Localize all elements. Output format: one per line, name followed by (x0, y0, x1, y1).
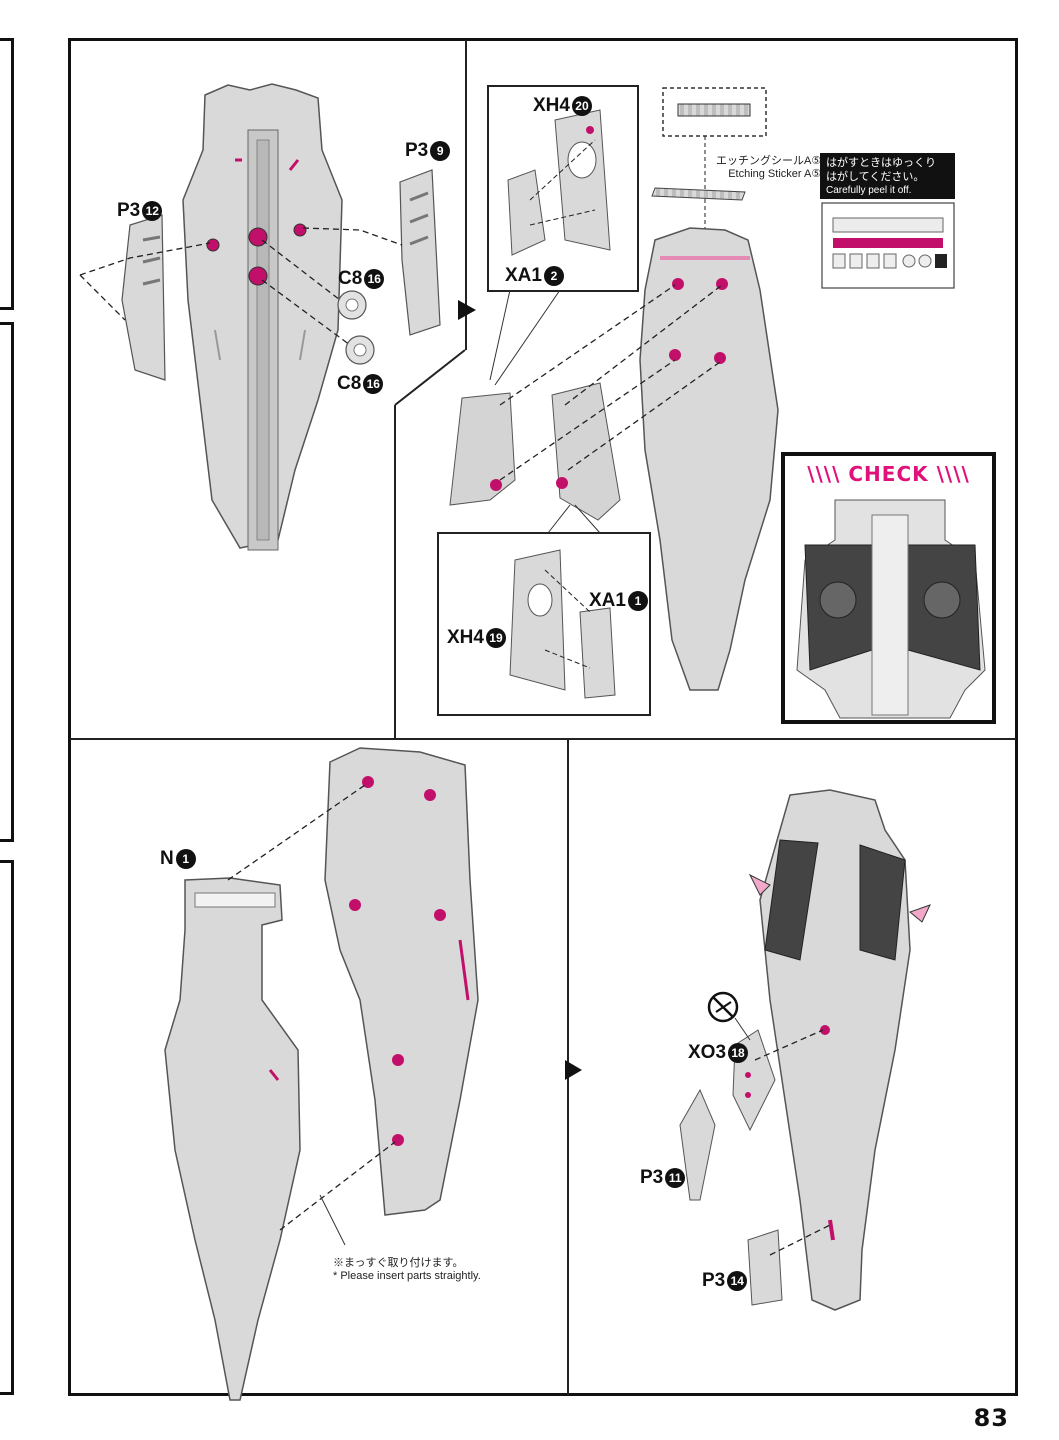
part-number-badge: 12 (142, 201, 163, 221)
part-number-badge: 9 (430, 141, 451, 161)
part-code: C8 (338, 268, 363, 289)
part-n-1 (164, 877, 301, 1401)
peel-note-jp-1: はがすときはゆっくり (826, 157, 936, 169)
label-c8-16-a: C8 16 (338, 268, 385, 290)
label-p3-9: P3 9 (405, 140, 451, 162)
label-xa1-2: XA1 2 (505, 265, 564, 287)
label-n-1: N 1 (160, 848, 196, 870)
peel-note: はがすときはゆっくり はがしてください。 Carefully peel it o… (820, 153, 955, 199)
side-tab-top (0, 38, 14, 310)
label-c8-16-b: C8 16 (337, 373, 384, 395)
side-tab-bottom (0, 860, 14, 1395)
label-p3-14: P3 14 (702, 1270, 748, 1292)
part-p3-9-plate (399, 169, 441, 336)
part-code: XH4 (447, 627, 484, 648)
part-number-badge: 19 (485, 628, 506, 648)
part-number-badge: 11 (665, 1168, 686, 1188)
label-xh4-19: XH4 19 (447, 627, 506, 649)
check-title: \\\\ CHECK \\\\ (807, 462, 970, 486)
top-right-main-part (639, 227, 779, 691)
part-code: XH4 (533, 95, 570, 116)
part-code: P3 (405, 140, 429, 161)
part-p3-11 (679, 1088, 716, 1201)
label-xa1-1: XA1 1 (589, 590, 648, 612)
page-number: 83 (973, 1404, 1009, 1432)
part-code: P3 (117, 200, 141, 221)
part-number-badge: 20 (571, 96, 592, 116)
peel-note-en: Carefully peel it off. (826, 185, 912, 196)
top-vertical-divider (465, 40, 467, 350)
peel-note-jp-2: はがしてください。 (826, 171, 925, 183)
label-xh4-20: XH4 20 (533, 95, 592, 117)
check-box: \\\\ CHECK \\\\ (781, 452, 996, 724)
insert-note-jp: ※まっすぐ取り付けます。 (333, 1257, 464, 1269)
label-p3-11: P3 11 (640, 1167, 686, 1189)
no-tool-icon (707, 991, 751, 1041)
horizontal-divider (70, 738, 1016, 740)
insert-straight-note: ※まっすぐ取り付けます。 * Please insert parts strai… (333, 1257, 481, 1283)
part-code: XA1 (505, 265, 542, 286)
label-xo3-18: XO3 18 (688, 1042, 749, 1064)
part-code: P3 (702, 1270, 726, 1291)
part-number-badge: 16 (364, 269, 385, 289)
part-number-badge: 18 (728, 1043, 749, 1063)
bottom-left-main-part (324, 747, 479, 1216)
side-tab-middle (0, 322, 14, 842)
part-number-badge: 1 (175, 849, 196, 869)
top-left-main-part (182, 83, 343, 551)
part-number-badge: 1 (627, 591, 648, 611)
part-number-badge: 2 (543, 266, 564, 286)
part-number-badge: 16 (363, 374, 384, 394)
part-p3-14 (747, 1229, 783, 1306)
part-code: P3 (640, 1167, 664, 1188)
part-number-badge: 14 (727, 1271, 748, 1291)
part-code: XO3 (688, 1042, 727, 1063)
label-p3-12: P3 12 (117, 200, 163, 222)
etching-sticker-en: Etching Sticker A⑤ (728, 168, 822, 180)
insert-note-en: * Please insert parts straightly. (333, 1270, 481, 1282)
part-code: C8 (337, 373, 362, 394)
part-code: XA1 (589, 590, 626, 611)
part-code: N (160, 848, 174, 869)
etching-sticker-jp: エッチングシールA⑤ (716, 155, 822, 167)
etching-sticker-note: エッチングシールA⑤ Etching Sticker A⑤ (716, 155, 821, 181)
